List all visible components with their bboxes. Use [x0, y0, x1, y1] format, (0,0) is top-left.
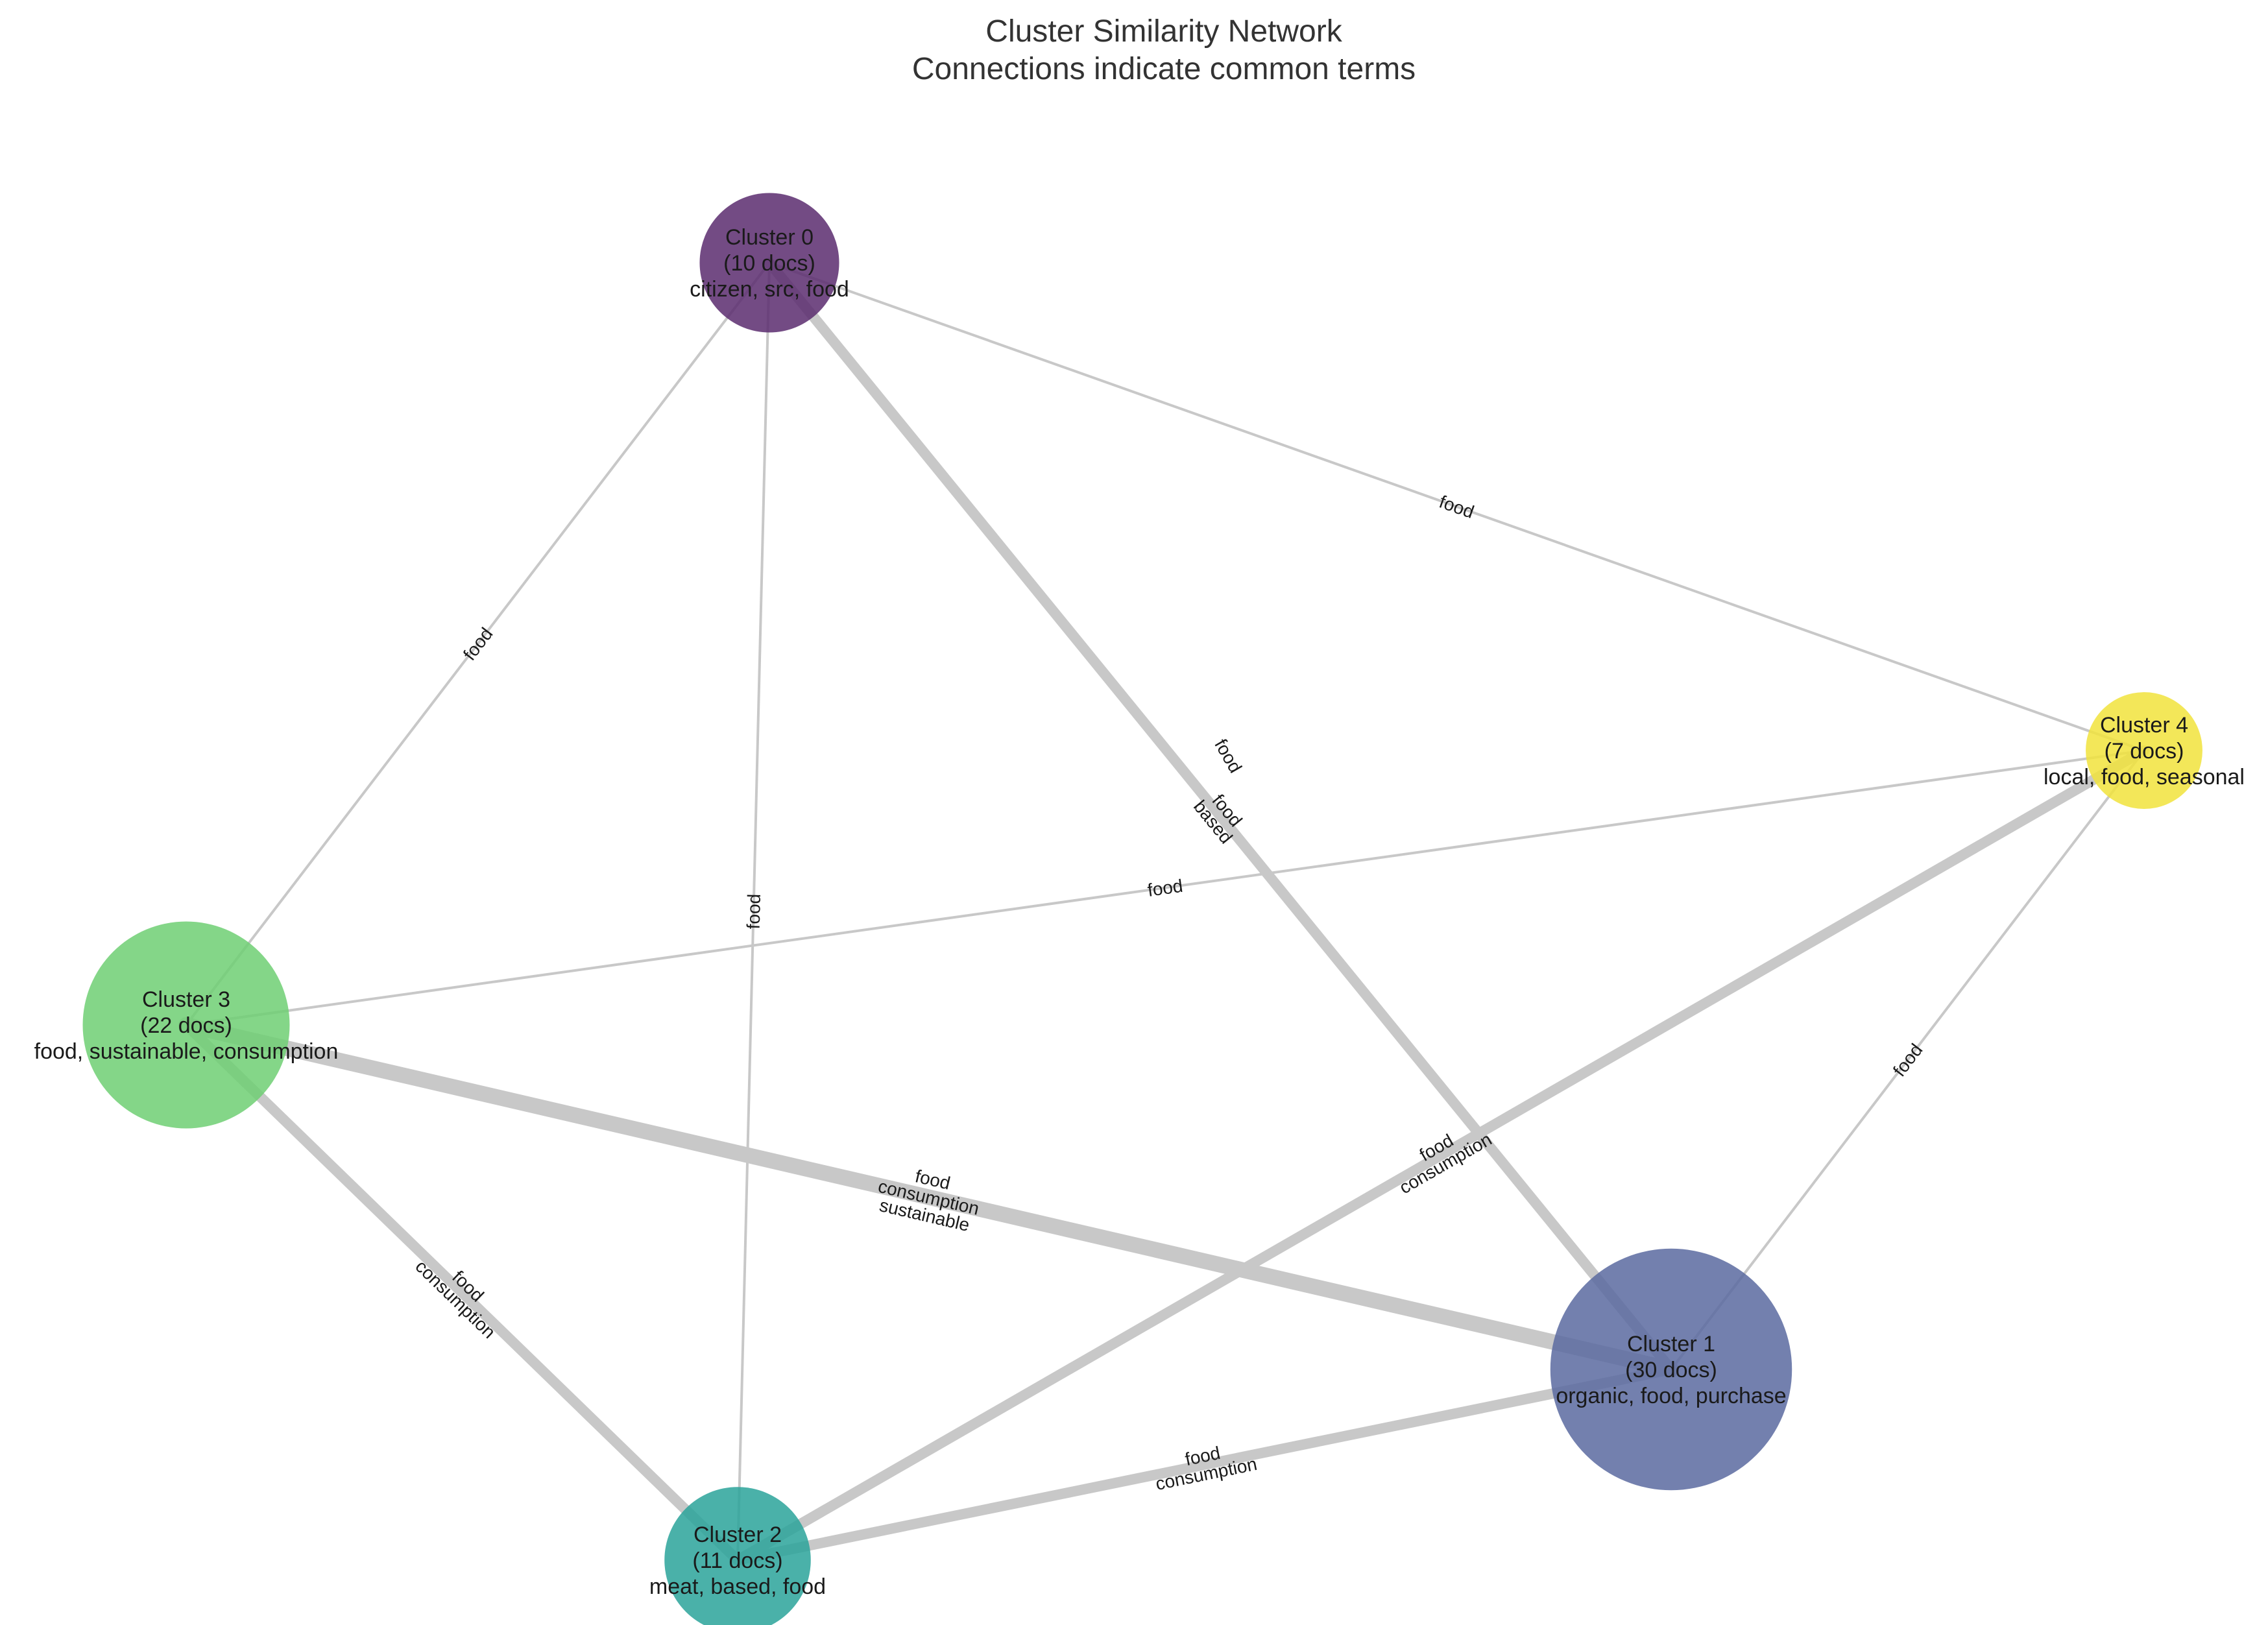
node-cluster-2: Cluster 2(11 docs)meat, based, food [649, 1487, 826, 1625]
node-label-docs-label: (30 docs) [1625, 1358, 1717, 1382]
node-label-terms: local, food, seasonal [2044, 765, 2245, 789]
node-circle-1 [1550, 1248, 1792, 1491]
edge-term: food [743, 893, 764, 929]
edge-2-1 [732, 1364, 1676, 1565]
nodes-layer: Cluster 0(10 docs)citizen, src, foodClus… [34, 193, 2245, 1625]
node-label-terms: citizen, src, food [690, 277, 849, 302]
node-label-terms: meat, based, food [649, 1574, 826, 1599]
edge-0-3 [185, 261, 771, 1026]
node-cluster-1: Cluster 1(30 docs)organic, food, purchas… [1550, 1248, 1792, 1491]
node-label-terms: organic, food, purchase [1556, 1384, 1786, 1408]
node-label-docs-label: (7 docs) [2105, 739, 2184, 764]
edge-3-1 [178, 1017, 1679, 1377]
edge-label-3-4: food [1146, 876, 1184, 900]
edge-0-1 [764, 258, 1676, 1375]
node-circle-0 [699, 193, 839, 333]
edge-label-0-2: food [743, 893, 764, 929]
edges-layer [178, 258, 2149, 1565]
node-cluster-4: Cluster 4(7 docs)local, food, seasonal [2044, 692, 2245, 809]
node-circle-2 [664, 1487, 811, 1625]
node-label-docs-label: (10 docs) [723, 251, 815, 276]
edge-term: food [1146, 876, 1184, 900]
node-cluster-0: Cluster 0(10 docs)citizen, src, food [690, 193, 849, 333]
node-label-docs-label: (22 docs) [140, 1013, 232, 1038]
node-label-docs-label: (11 docs) [692, 1548, 782, 1573]
diagram-title: Cluster Similarity Network [985, 14, 1342, 49]
node-cluster-3: Cluster 3(22 docs)food, sustainable, con… [34, 921, 339, 1129]
diagram-subtitle: Connections indicate common terms [912, 52, 1416, 86]
edge-1-4 [1670, 749, 2145, 1371]
edge-0-2 [736, 261, 771, 1561]
node-label-terms: food, sustainable, consumption [34, 1039, 339, 1064]
edge-0-4 [768, 261, 2145, 752]
node-label-name: Cluster 0 [725, 225, 814, 250]
edge-3-2 [181, 1020, 743, 1565]
node-circle-3 [82, 921, 290, 1129]
node-circle-4 [2086, 692, 2202, 809]
node-label-name: Cluster 4 [2100, 713, 2188, 738]
node-label-name: Cluster 2 [694, 1523, 782, 1547]
node-label-name: Cluster 3 [142, 987, 230, 1012]
node-label-name: Cluster 1 [1627, 1332, 1715, 1356]
edge-3-4 [185, 749, 2145, 1026]
edge-2-4 [732, 745, 2149, 1565]
